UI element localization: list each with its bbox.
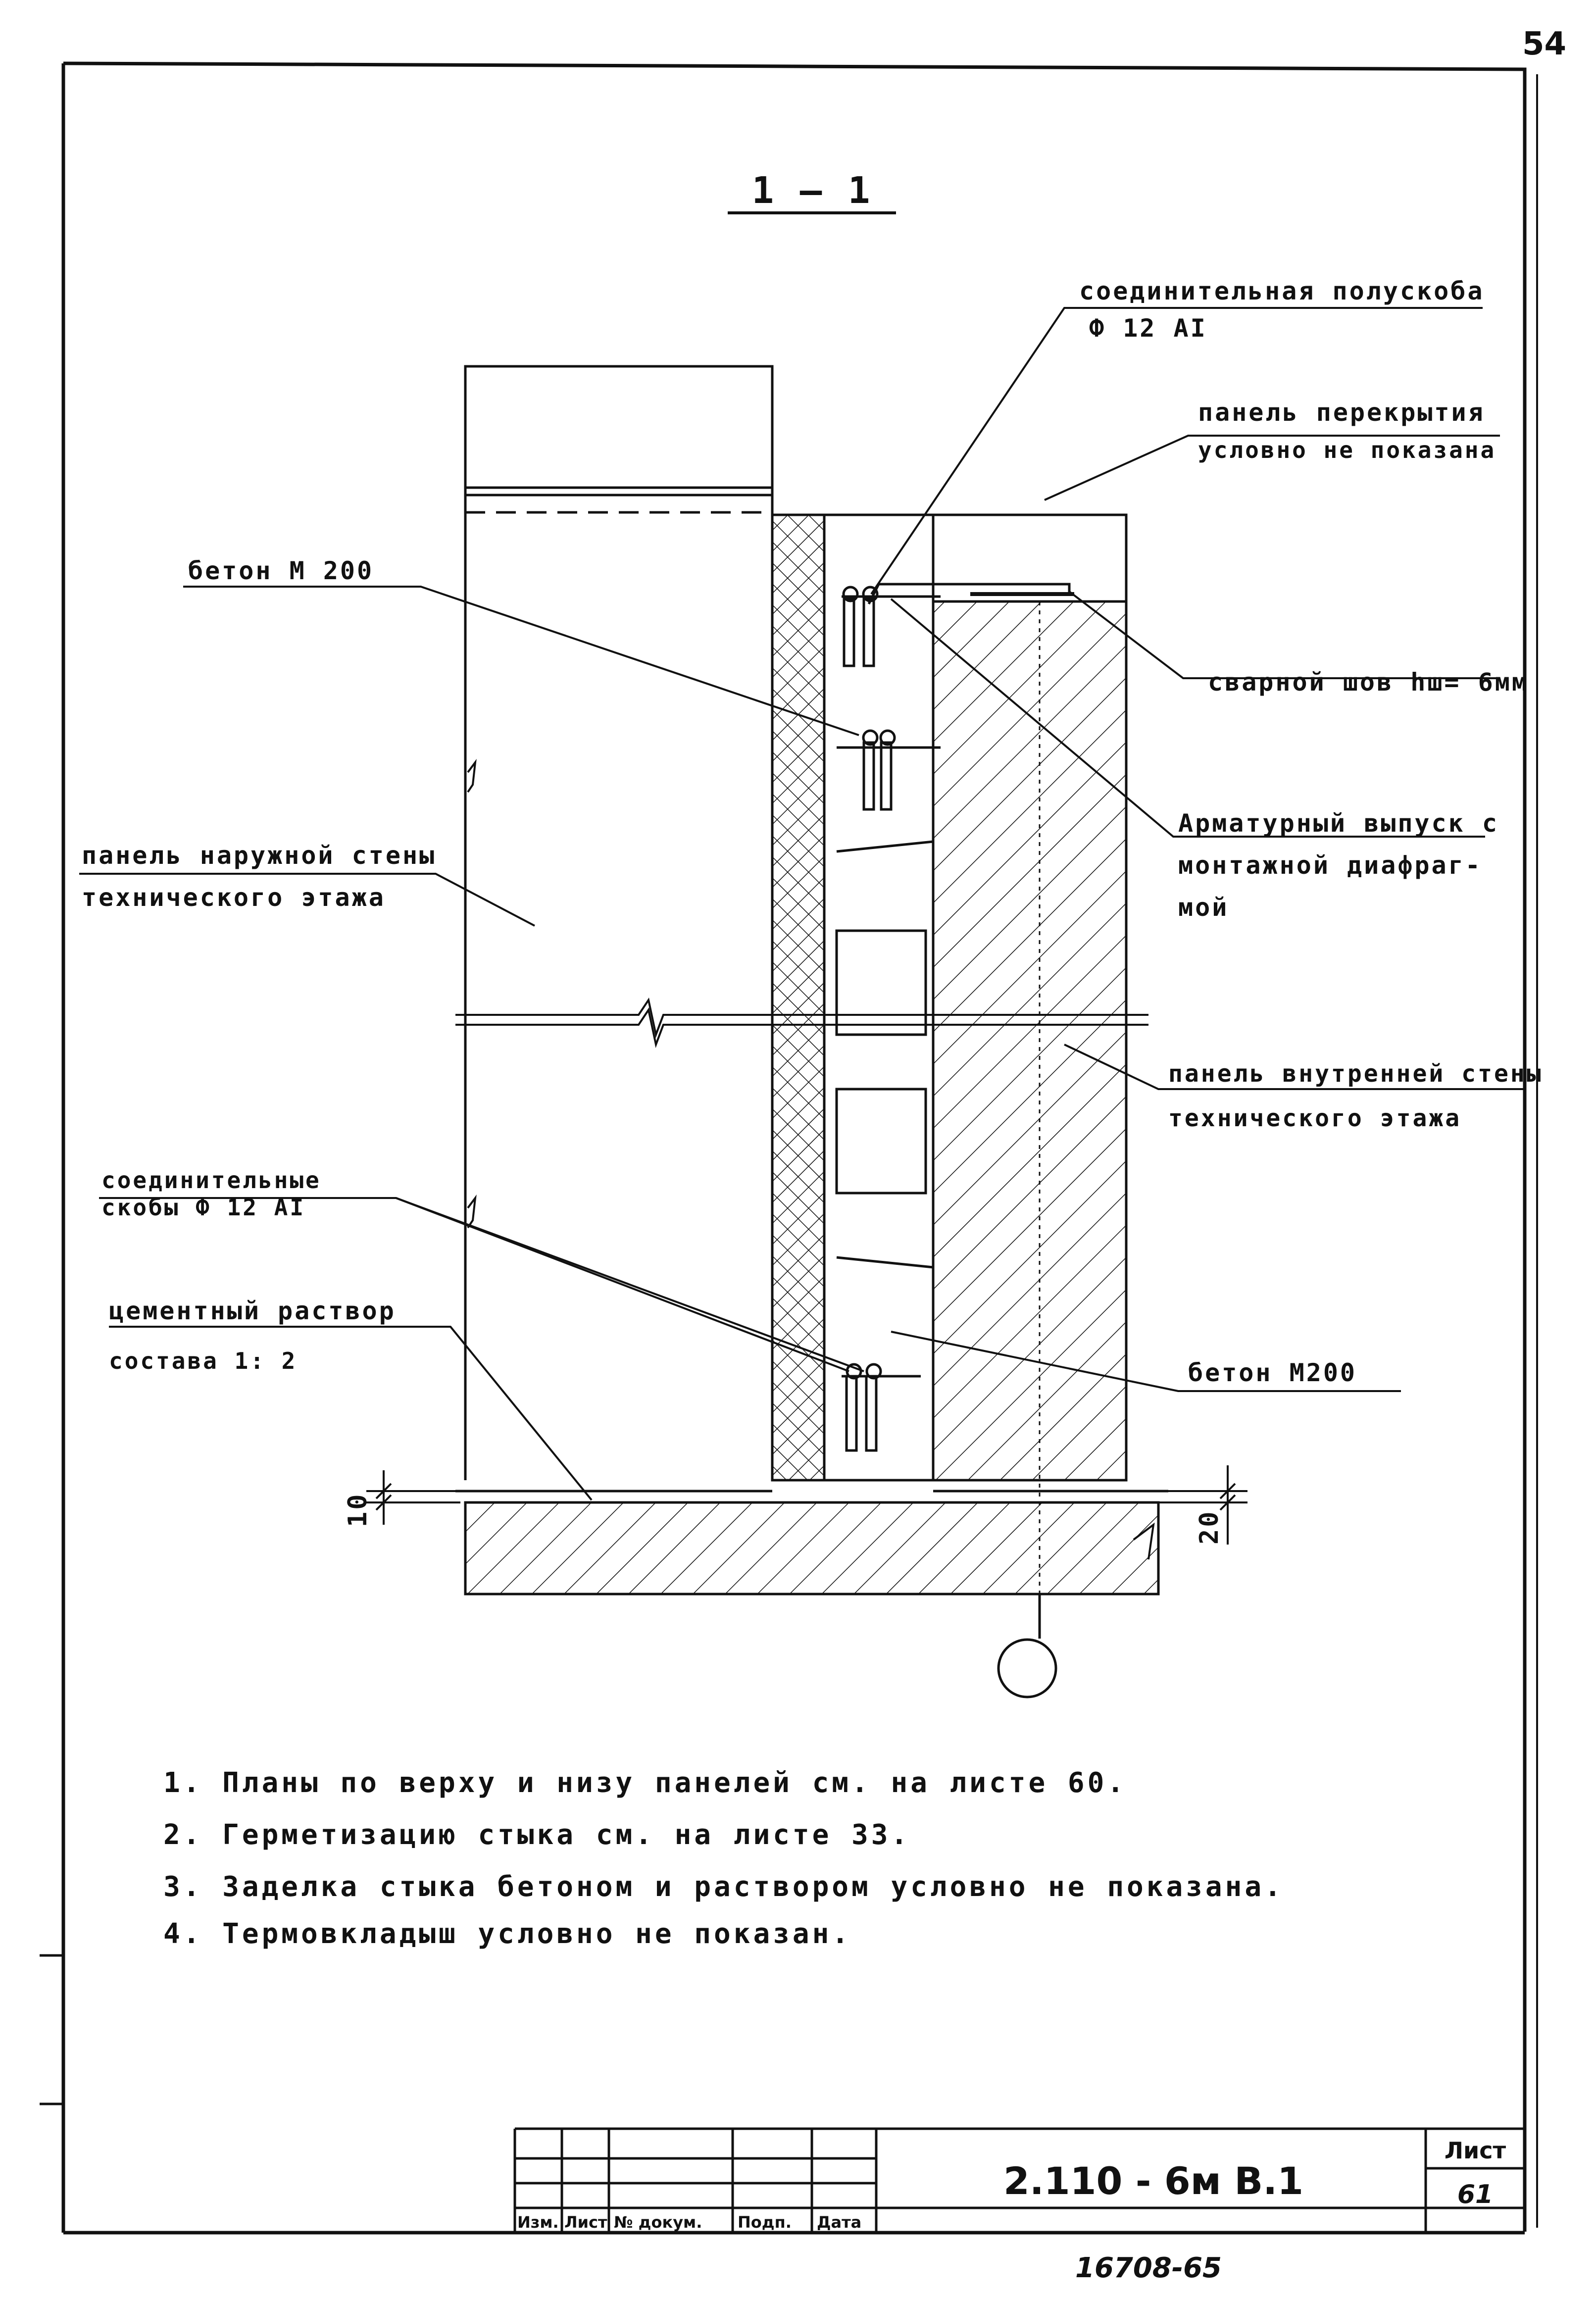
svg-text:Дата: Дата <box>817 2213 861 2232</box>
leader-lines <box>79 307 1525 1501</box>
rebar-label: Арматурный выпуск с <box>1178 809 1499 838</box>
sheet-label: Лист <box>1445 2137 1506 2164</box>
callout-labels: соединительная полускоба Ф 12 АI панель … <box>82 277 1543 1387</box>
floor-panel-note: условно не показана <box>1198 437 1496 463</box>
inner-wall-sublabel: технического этажа <box>1168 1104 1461 1132</box>
svg-text:1 — 1: 1 — 1 <box>752 169 872 212</box>
half-bracket-spec: Ф 12 АI <box>1089 314 1207 343</box>
svg-text:№ докум.: № докум. <box>614 2213 702 2232</box>
rebar-sublabel: монтажной диафраг- <box>1178 851 1482 880</box>
drawing-designation: 2.110 - 6м В.1 <box>1003 2159 1303 2203</box>
dimension-left-value: 10 <box>343 1492 373 1527</box>
svg-text:Лист: Лист <box>564 2213 607 2232</box>
svg-text:Изм.: Изм. <box>517 2213 559 2232</box>
floor-panel-label: панель перекрытия <box>1198 398 1485 427</box>
dimension-right-value: 20 <box>1195 1509 1224 1545</box>
note-3: 3. Заделка стыка бетоном и раствором усл… <box>163 1871 1284 1903</box>
archive-stamp: 16708-65 <box>1075 2252 1222 2284</box>
axis-marker <box>997 1594 1057 1699</box>
floor-slab <box>455 1490 1168 1596</box>
note-1: 1. Планы по верху и низу панелей см. на … <box>163 1767 1127 1799</box>
mortar-spec: состава 1: 2 <box>109 1348 297 1374</box>
svg-text:Подп.: Подп. <box>738 2213 792 2232</box>
dimension-right <box>1139 1465 1247 1545</box>
brackets-label: соединительные <box>101 1167 321 1194</box>
concrete-bottom-label: бетон М200 <box>1188 1358 1357 1387</box>
outer-wall-label: панель наружной стены <box>82 841 436 870</box>
dimension-left <box>366 1470 460 1525</box>
outer-wall-sublabel: технического этажа <box>82 883 386 912</box>
title-block-headers: Изм. Лист № докум. Подп. Дата <box>517 2213 861 2232</box>
section-title: 1 — 1 <box>728 169 896 214</box>
page-corner-mark: 54 <box>1522 26 1566 62</box>
half-bracket-label: соединительная полускоба <box>1079 277 1484 305</box>
sheet-number: 61 <box>1457 2180 1493 2209</box>
note-4: 4. Термовкладыш условно не показан. <box>163 1918 851 1950</box>
title-block <box>513 2127 1525 2233</box>
mortar-label: цементный раствор <box>109 1297 396 1325</box>
insulation-layer <box>771 513 826 1482</box>
outer-wall-panel <box>464 365 774 1480</box>
weld-seam-label: сварной шов hш= 6мм <box>1208 668 1529 697</box>
rebar-sublabel-2: мой <box>1178 893 1229 922</box>
concrete-top-label: бетон М 200 <box>188 556 374 585</box>
note-2: 2. Герметизацию стыка см. на листе 33. <box>163 1819 910 1851</box>
inner-wall-label: панель внутренней стены <box>1168 1060 1543 1088</box>
sheet-frame <box>40 61 1538 2235</box>
inner-wall-panel <box>932 600 1128 1624</box>
brackets-spec: скобы Ф 12 АI <box>101 1194 305 1221</box>
notes: 1. Планы по верху и низу панелей см. на … <box>163 1767 1284 1950</box>
break-line <box>455 758 1148 1229</box>
